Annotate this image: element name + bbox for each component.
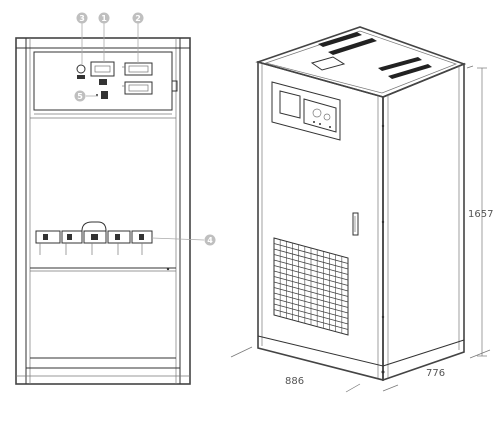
grille-line: [273, 298, 349, 319]
grille-line: [273, 281, 349, 303]
switch-5: [101, 91, 108, 99]
callout-leaders: [81, 23, 205, 241]
busbar-row-4: [35, 221, 153, 255]
callout-4: 4: [204, 234, 216, 246]
svg-text:2: 2: [135, 14, 141, 23]
callout-3: 3: [76, 12, 88, 24]
grille-line: [273, 259, 349, 281]
svg-text:5: 5: [77, 92, 83, 101]
grille-line: [273, 254, 349, 275]
front-control-panel: [271, 81, 341, 141]
terminal-block-2a: [124, 62, 153, 76]
svg-text:4: 4: [207, 236, 213, 245]
grille-line: [273, 265, 349, 286]
front-view-open-cabinet: [15, 37, 191, 385]
dimension-height: 1657: [468, 209, 493, 220]
dimension-depth: 776: [426, 368, 445, 379]
grille-line: [273, 292, 349, 314]
door-handle: [352, 212, 359, 236]
callout-5: 5: [74, 90, 86, 102]
terminal-block-2b: [124, 81, 153, 95]
grille-line: [273, 287, 349, 308]
grille-line: [273, 303, 349, 325]
cabinet-side: [382, 62, 465, 382]
dimension-width: 886: [285, 376, 304, 387]
breaker-1: [90, 61, 115, 77]
dimension-lines: [230, 67, 491, 393]
indicator-3: [76, 64, 86, 74]
cabinet-front: [257, 60, 384, 382]
grille-line: [273, 276, 349, 297]
svg-text:1: 1: [101, 14, 107, 23]
isometric-cabinet-view: [255, 26, 474, 382]
cabinet-outer-frame: [15, 37, 191, 385]
svg-text:3: 3: [79, 14, 85, 23]
grille-line: [273, 243, 349, 264]
grille-line: [273, 270, 349, 292]
vent-grille: [273, 237, 349, 336]
callout-2: 2: [132, 12, 144, 24]
callout-1: 1: [98, 12, 110, 24]
grille-line: [273, 309, 349, 330]
grille-line: [273, 248, 349, 270]
